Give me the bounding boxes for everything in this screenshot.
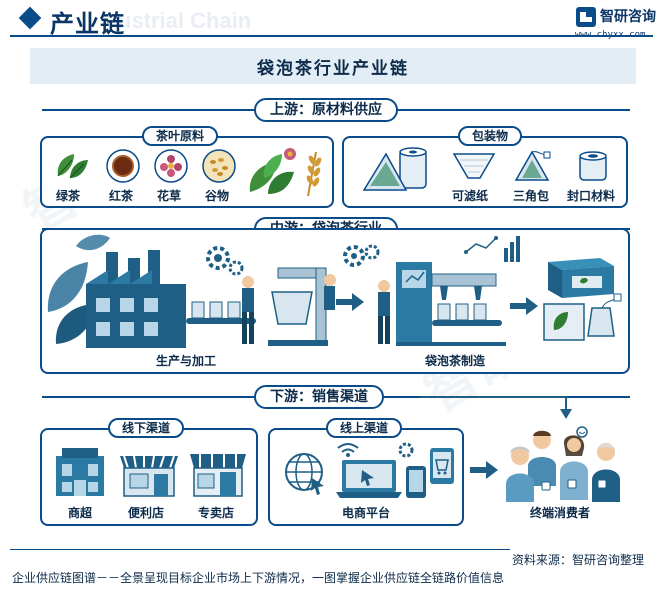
midstream-left-label: 生产与加工 [156, 354, 217, 368]
packaging-item-label: 可滤纸 [452, 189, 489, 203]
offline-channel-tag: 线下渠道 [108, 418, 185, 438]
teabag-product-icon [543, 258, 622, 341]
online-channel-tag: 线上渠道 [326, 418, 403, 438]
downstream-pill: 下游：销售渠道 [254, 385, 384, 409]
factory-production-scene-icon [47, 234, 336, 348]
pyramid-bag-icon [514, 150, 551, 181]
packaging-item-label: 封口材料 [567, 189, 616, 203]
tea-materials-tag: 茶叶原料 [142, 126, 219, 146]
footer-text: 企业供应链图谱－－全景呈现目标企业市场上下游情况，一图掌握企业供应链全链路价值信… [12, 571, 505, 585]
offline-item-label: 专卖店 [198, 506, 235, 520]
brand-logo-icon [576, 7, 596, 27]
tea-item-label: 红茶 [109, 189, 134, 203]
right-arrow-icon [336, 293, 364, 311]
flower-tea-icon [154, 149, 188, 183]
leaves-wheat-icon [249, 148, 322, 197]
green-tea-leaves-icon [57, 154, 88, 179]
seal-tape-icon [579, 151, 607, 181]
tea-item-label: 谷物 [205, 189, 230, 203]
black-tea-cup-icon [106, 149, 140, 183]
midstream-right-label: 袋泡茶制造 [425, 354, 486, 368]
supermarket-icon [56, 448, 104, 496]
diamond-icon [18, 6, 42, 30]
packaging-tag: 包装物 [458, 126, 523, 146]
down-arrow-icon [420, 396, 572, 419]
right-arrow-icon [510, 297, 538, 315]
convenience-store-icon [120, 455, 178, 497]
upstream-section-header: 上游：原材料供应 [0, 98, 663, 122]
offline-item-label: 便利店 [128, 506, 165, 520]
footer-divider [10, 549, 510, 550]
upstream-pill: 上游：原材料供应 [254, 98, 398, 122]
packaging-item-label: 三角包 [513, 189, 550, 203]
right-arrow-icon [470, 461, 498, 479]
source-note: 资料来源：智研咨询整理 [512, 553, 645, 567]
grain-icon [202, 149, 236, 183]
tea-item-label: 花草 [157, 189, 182, 203]
header-bg-text: ustrial Chain [118, 8, 252, 33]
page-title: 产业链 [50, 10, 125, 38]
offline-item-label: 商超 [68, 506, 93, 520]
header-divider [10, 35, 653, 37]
brand-name: 智研咨询 [600, 9, 656, 25]
filter-paper-icon [452, 153, 496, 179]
consumers-group-icon [506, 426, 620, 502]
chain-title: 袋泡茶行业产业链 [257, 58, 409, 79]
online-channel-label: 电商平台 [342, 506, 391, 520]
tea-bag-roll-icon [362, 147, 427, 191]
page-header: ustrial Chain 产业链 智研咨询 www.chyxx.com [0, 0, 663, 40]
ecommerce-devices-icon [285, 442, 454, 498]
teabag-manufacturing-scene-icon [343, 236, 520, 346]
specialty-store-icon [190, 454, 246, 497]
tea-item-label: 绿茶 [56, 189, 81, 203]
downstream-section-header: 下游：销售渠道 [0, 385, 663, 409]
chain-title-band: 袋泡茶行业产业链 [30, 48, 636, 84]
consumer-label: 终端消费者 [530, 506, 591, 520]
